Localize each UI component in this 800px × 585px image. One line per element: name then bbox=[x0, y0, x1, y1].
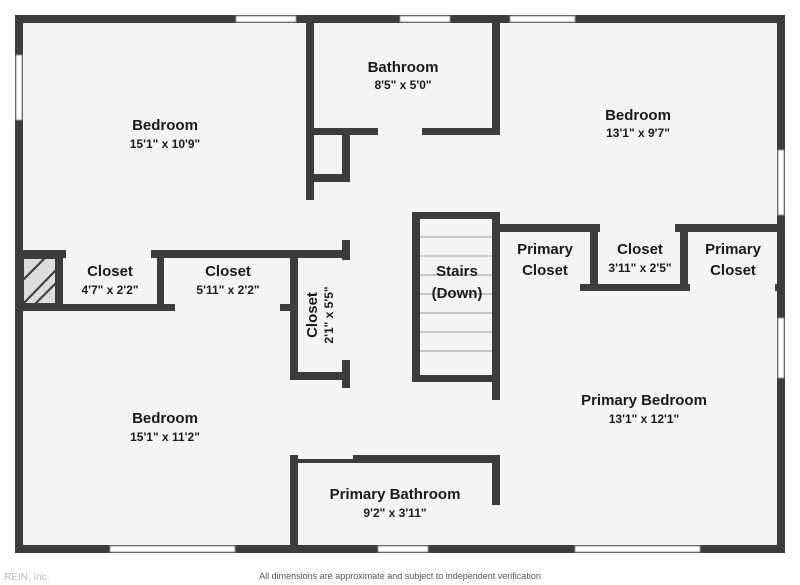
windows bbox=[15, 15, 785, 553]
room-name-primary-closet-right-line2: Closet bbox=[710, 262, 756, 279]
room-name-stairs: Stairs bbox=[436, 263, 478, 280]
room-name-primary-bathroom: Primary Bathroom bbox=[330, 486, 461, 503]
door-openings bbox=[66, 128, 775, 545]
room-dim-primary-bathroom: 9'2" x 3'11" bbox=[363, 506, 426, 520]
room-dim-closet-mid: 5'11" x 2'2" bbox=[196, 283, 259, 297]
room-dim-bedroom-nw: 15'1" x 10'9" bbox=[130, 137, 200, 151]
room-name-closet-left: Closet bbox=[87, 263, 133, 280]
room-name-primary-bedroom: Primary Bedroom bbox=[581, 392, 707, 409]
hatched-block bbox=[22, 257, 57, 305]
room-dim-bathroom: 8'5" x 5'0" bbox=[374, 78, 431, 92]
room-dim-closet-small: 3'11" x 2'5" bbox=[608, 261, 671, 275]
room-name-primary-closet-left-line2: Closet bbox=[522, 262, 568, 279]
room-name-bedroom-ne: Bedroom bbox=[605, 107, 671, 124]
stair-treads bbox=[420, 236, 492, 352]
room-dim-primary-bedroom: 13'1" x 12'1" bbox=[609, 412, 679, 426]
room-name-stairs-direction: (Down) bbox=[432, 285, 483, 302]
watermark-logo: REIN, Inc. bbox=[4, 572, 50, 583]
floor-plan: Bedroom 15'1" x 10'9" Bathroom 8'5" x 5'… bbox=[15, 15, 785, 553]
room-dim-closet-vertical: 2'1" x 5'5" bbox=[322, 286, 336, 343]
room-name-primary-closet-left: Primary bbox=[517, 241, 574, 258]
room-name-closet-mid: Closet bbox=[205, 263, 251, 280]
room-name-closet-vertical: Closet bbox=[304, 292, 321, 338]
room-name-closet-small: Closet bbox=[617, 241, 663, 258]
room-name-primary-closet-right: Primary bbox=[705, 241, 762, 258]
room-name-bedroom-nw: Bedroom bbox=[132, 117, 198, 134]
room-dim-closet-left: 4'7" x 2'2" bbox=[81, 283, 138, 297]
room-dim-bedroom-sw: 15'1" x 11'2" bbox=[130, 430, 200, 444]
room-name-bathroom: Bathroom bbox=[368, 59, 439, 76]
room-dim-bedroom-ne: 13'1" x 9'7" bbox=[606, 126, 670, 140]
room-name-bedroom-sw: Bedroom bbox=[132, 410, 198, 427]
disclaimer-text: All dimensions are approximate and subje… bbox=[259, 571, 541, 581]
